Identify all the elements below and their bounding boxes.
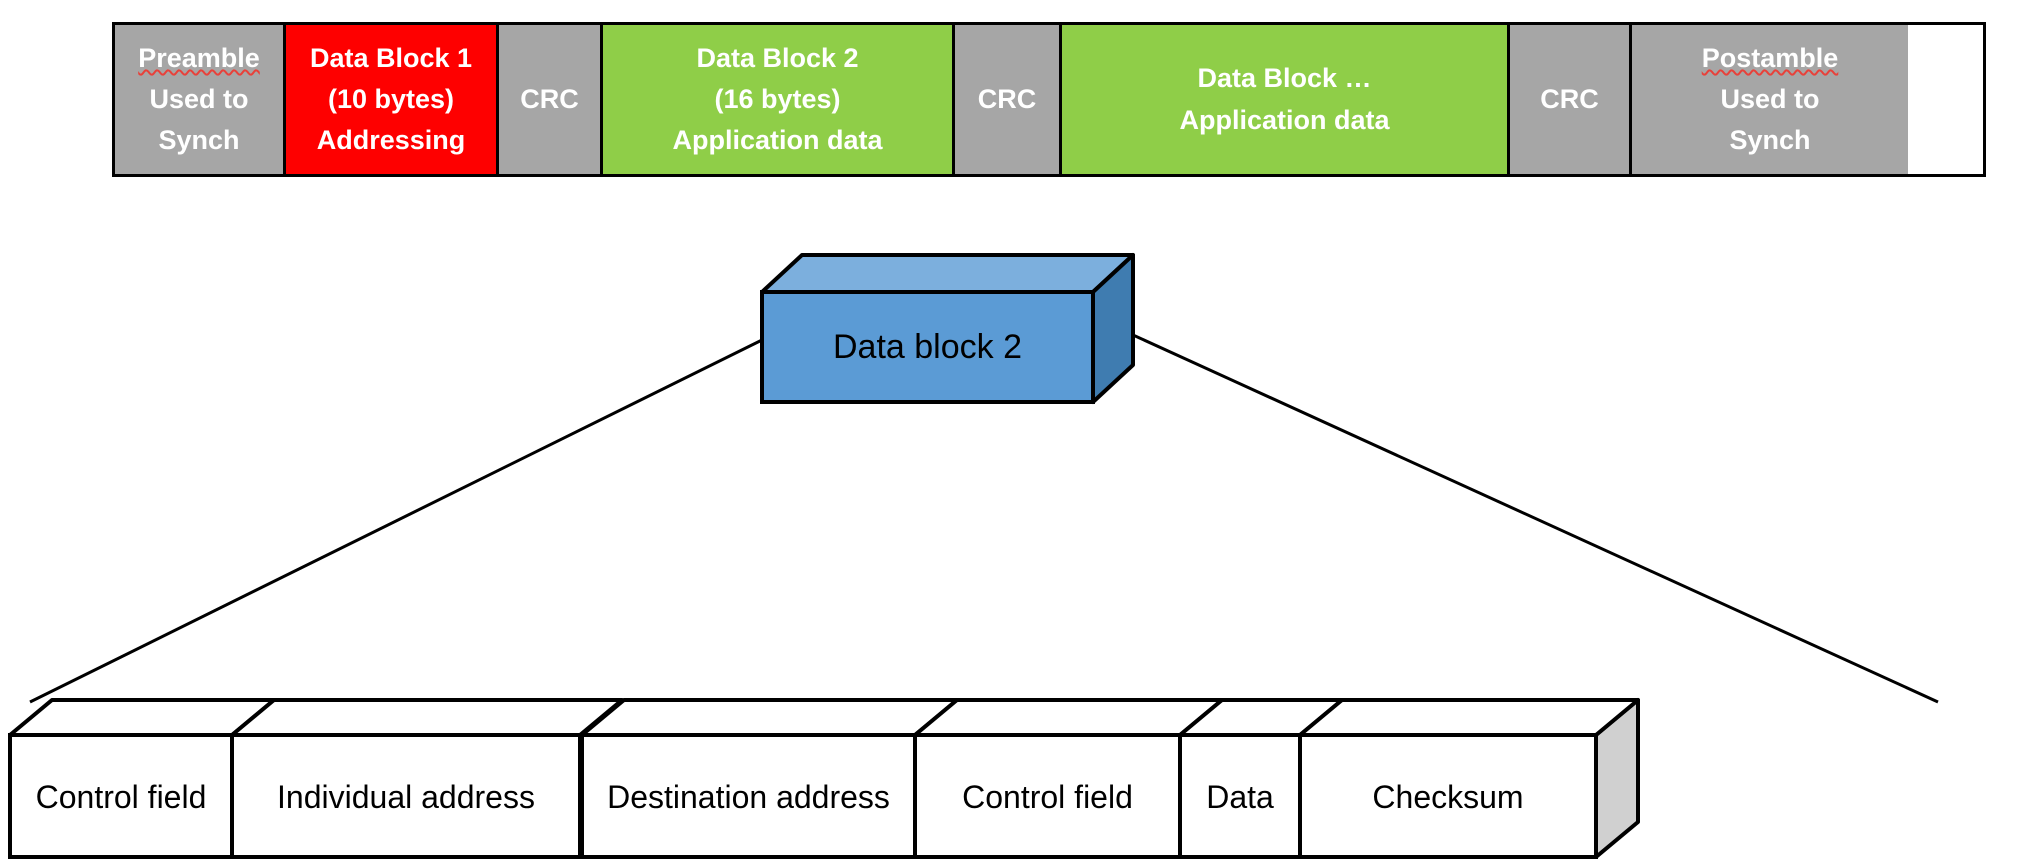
frame-cell-data-block-1-line-1: (10 bytes) xyxy=(327,83,455,114)
frame-cell-postamble-line-2: Synch xyxy=(1729,125,1811,156)
field-label-control-field-2: Control field xyxy=(962,778,1133,815)
field-top-face-data xyxy=(1178,698,1344,737)
frame-cell-data-block-1-line-2: Addressing xyxy=(316,125,466,156)
frame-cell-data-block-2[interactable]: Data Block 2 (16 bytes) Application data xyxy=(603,25,955,174)
frame-cell-data-block-n-line-0: Data Block … xyxy=(1197,63,1372,94)
field-label-control-field-1: Control field xyxy=(35,778,207,815)
field-front-faces xyxy=(8,733,1598,859)
frame-cell-data-block-n[interactable]: Data Block … Application data xyxy=(1062,25,1510,174)
frame-cell-crc-3[interactable]: CRC xyxy=(1510,25,1632,174)
field-label-individual-address: Individual address xyxy=(277,778,535,815)
frame-cell-preamble-line-0: Preamble xyxy=(138,42,260,73)
data-block-2-box-top xyxy=(760,253,1135,294)
frame-cell-data-block-n-line-1: Application data xyxy=(1179,104,1390,135)
frame-cell-crc-3-line-0: CRC xyxy=(1540,83,1599,114)
field-box-individual-address xyxy=(230,733,582,859)
data-block-2-box-front xyxy=(760,290,1095,404)
field-strip-end-face xyxy=(1594,698,1640,859)
frame-cell-data-block-1-line-0: Data Block 1 xyxy=(309,42,473,73)
connector-line-left xyxy=(29,338,763,704)
field-top-face-checksum xyxy=(1298,698,1640,737)
frame-cell-crc-2[interactable]: CRC xyxy=(955,25,1062,174)
frame-cell-data-block-2-line-0: Data Block 2 xyxy=(696,42,859,73)
frame-cell-data-block-1[interactable]: Data Block 1 (10 bytes) Addressing xyxy=(286,25,499,174)
data-block-2-box-label: Data block 2 xyxy=(833,327,1022,366)
field-top-face-control-field-1 xyxy=(8,698,276,737)
frame-cell-data-block-2-line-1: (16 bytes) xyxy=(714,83,841,114)
field-box-data xyxy=(1178,733,1302,859)
field-top-face-destination-address xyxy=(580,698,959,737)
frame-cell-data-block-2-line-2: Application data xyxy=(672,125,883,156)
field-top-faces xyxy=(8,698,1640,737)
field-top-face-individual-address xyxy=(230,698,624,737)
field-top-face-control-field-2 xyxy=(913,698,1224,737)
data-block-2-3d-box[interactable] xyxy=(760,253,1135,404)
frame-cell-crc-2-line-0: CRC xyxy=(977,83,1037,114)
frame-cell-crc-1-line-0: CRC xyxy=(520,83,579,114)
field-label-data: Data xyxy=(1206,778,1274,815)
frame-cell-preamble-line-1: Used to xyxy=(149,83,249,114)
field-box-control-field-1 xyxy=(8,733,234,859)
frame-cell-postamble-line-0: Postamble xyxy=(1701,42,1839,73)
frame-cell-crc-1[interactable]: CRC xyxy=(499,25,603,174)
field-label-destination-address: Destination address xyxy=(607,778,890,815)
field-box-destination-address xyxy=(580,733,917,859)
connector-line-right xyxy=(1132,333,1939,704)
frame-cell-preamble-line-2: Synch xyxy=(158,125,240,156)
field-label-checksum: Checksum xyxy=(1372,778,1524,815)
field-box-checksum xyxy=(1298,733,1598,859)
frame-cell-postamble-line-1: Used to xyxy=(1720,83,1820,114)
